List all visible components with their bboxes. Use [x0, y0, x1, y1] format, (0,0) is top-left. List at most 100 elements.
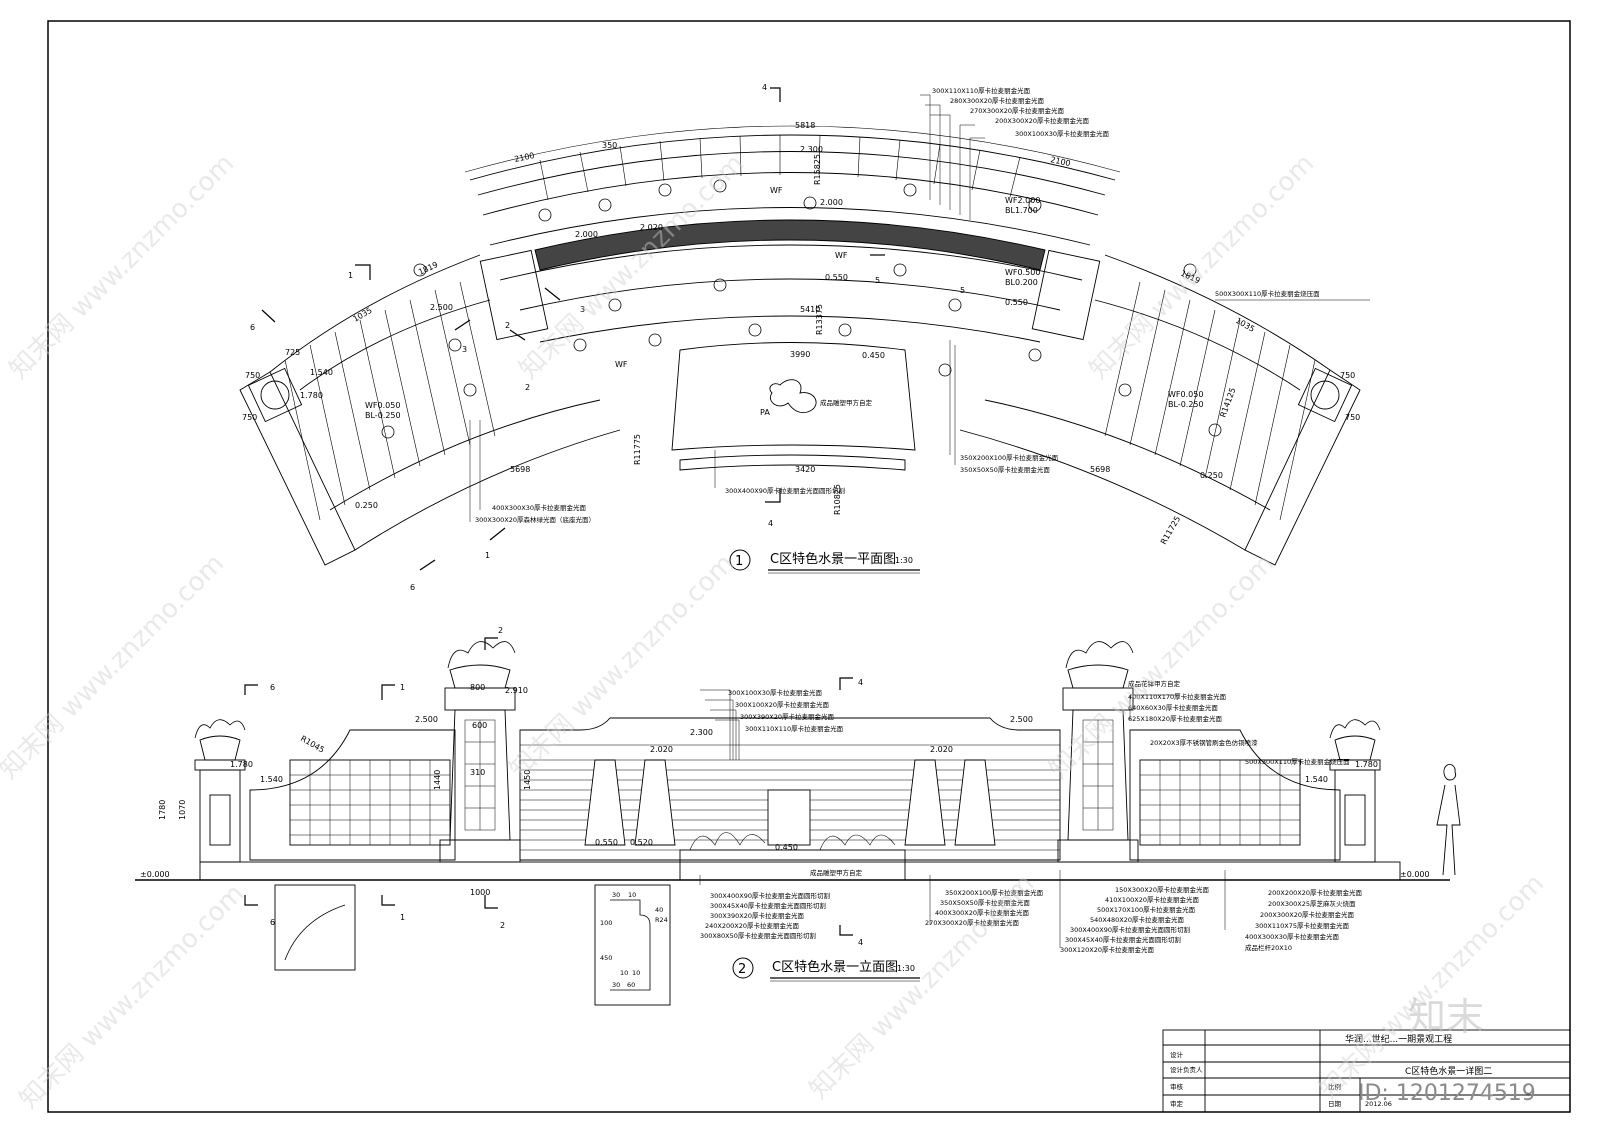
- pilaster-3: [904, 759, 946, 846]
- elev-dim: 310: [470, 768, 485, 777]
- plan-arc-5: [499, 244, 1083, 281]
- watermark-text: 知末网 www.znzmo.com: [804, 869, 1040, 1105]
- detail-dim: 450: [600, 954, 612, 962]
- plan-note: 350X50X50厚卡拉麦丽金光面: [960, 465, 1050, 474]
- elev-dim: 1780: [158, 800, 167, 820]
- detail-dim: 10: [632, 969, 640, 977]
- plan-label-wf: WF: [835, 251, 848, 260]
- plan-radius: R14125: [1218, 386, 1237, 418]
- pier-right: [1334, 769, 1376, 863]
- elev-note: 300X390X20厚卡拉麦丽金光面: [740, 712, 834, 721]
- plan-dim-arc: [464, 125, 1121, 173]
- elev-note: 400X110X170厚卡拉麦丽金光面: [1128, 692, 1227, 701]
- elev-note: 200X300X25厚芝麻灰火烧面: [1268, 899, 1356, 908]
- elevation-annotations: 2.910 2.500 2.300 2.500 2.020 2.020 1.78…: [140, 626, 1430, 989]
- column-left-base: [439, 839, 521, 863]
- tb-row-label: 设计: [1170, 1050, 1184, 1059]
- plan-note: 300X100X30厚卡拉麦丽金光面: [1015, 129, 1109, 138]
- section-mark: 2: [500, 921, 505, 930]
- watermark-text: 知末网 www.znzmo.com: [4, 149, 240, 385]
- plan-title-circle: [729, 549, 751, 571]
- elev-dim: 1.780: [1355, 760, 1378, 769]
- section-mark: 5: [875, 276, 880, 285]
- plan-level: 2.500: [430, 303, 453, 312]
- section-mark: 4: [858, 678, 863, 687]
- elev-dim: 2.300: [690, 728, 713, 737]
- urn-right-large: [1067, 664, 1129, 689]
- plan-note: 300X110X110厚卡拉麦丽金光面: [932, 86, 1031, 95]
- section-mark: 1: [348, 271, 353, 280]
- watermark-text: 知末网 www.znzmo.com: [504, 549, 740, 785]
- elev-dim: 1000: [470, 888, 490, 897]
- elev-note: 500X170X100厚卡拉麦丽金光面: [1097, 905, 1196, 914]
- tb-right-label: 比例: [1328, 1082, 1341, 1091]
- plan-stage-base: [679, 454, 906, 471]
- plan-note: 280X300X20厚卡拉麦丽金光面: [950, 96, 1044, 105]
- elev-note: 410X100X20厚卡拉麦丽金光面: [1105, 895, 1199, 904]
- plan-arc-3: [482, 172, 1099, 216]
- plan-radius: R11775: [633, 434, 642, 465]
- pier-left: [199, 769, 241, 863]
- pier-right-relief: [1344, 794, 1366, 846]
- plan-dim: 1035: [352, 306, 374, 324]
- plan-radius: R10825: [833, 484, 842, 515]
- plan-dim: 750: [245, 371, 260, 380]
- urn-right-small-plants: [1329, 719, 1381, 739]
- planter-plants: [689, 832, 896, 851]
- watermark-brand: 知末: [1408, 995, 1484, 1039]
- elev-note: 300X80X50厚卡拉麦丽金光面圆形切割: [700, 931, 816, 940]
- plan-arc-4: [489, 207, 1091, 246]
- pilaster-4: [954, 759, 996, 846]
- plan-dim: 2100: [514, 151, 536, 164]
- elev-note: 240X200X20厚卡拉麦丽金光面: [705, 921, 799, 930]
- plan-leaders: [469, 94, 985, 522]
- elev-title: C区特色水景一立面图: [772, 959, 898, 975]
- tb-row-label: 审定: [1170, 1099, 1184, 1108]
- plan-note: 500X300X110厚卡拉麦丽金烧压面: [1215, 289, 1320, 298]
- urn-right-large-plants: [1065, 641, 1134, 669]
- section-mark: 3: [462, 345, 467, 354]
- plan-dim: 5410: [800, 305, 820, 314]
- plan-level: BL1.700: [1005, 206, 1038, 215]
- section-mark: 6: [270, 918, 275, 927]
- watermark-text: 知末网 www.znzmo.com: [0, 549, 230, 785]
- elev-level: ±0.000: [1400, 870, 1430, 879]
- elevation-view: [135, 637, 1461, 1006]
- plan-pier-left: [247, 367, 303, 423]
- elev-dim: 1.540: [1305, 775, 1328, 784]
- plan-note: 200X300X20厚卡拉麦丽金光面: [995, 116, 1089, 125]
- elev-note: 640X60X30厚卡拉麦丽金光面: [1128, 703, 1218, 712]
- plan-level: WF0.500: [1005, 268, 1040, 277]
- plan-level: WF2.000: [1005, 196, 1040, 205]
- detail-box: [594, 884, 671, 1006]
- wall-center: [519, 717, 1061, 861]
- plan-note: 300X300X20厚森林绿光面（底座光面）: [475, 515, 595, 524]
- elev-note: 625X180X20厚卡拉麦丽金光面: [1128, 714, 1222, 723]
- elev-note: 400X300X30厚卡拉麦丽金光面: [1245, 932, 1339, 941]
- detail-dim: R24: [655, 916, 668, 924]
- wall-left-checker: [290, 760, 450, 845]
- plan-dim: 750: [1345, 413, 1360, 422]
- elev-note: 200X200X20厚卡拉麦丽金光面: [1268, 888, 1362, 897]
- plan-nozzles: [381, 179, 1222, 439]
- elev-dim: 2.500: [415, 715, 438, 724]
- section-mark: 6: [410, 583, 415, 592]
- detail-dim: 10: [628, 891, 636, 899]
- elev-note: 500X300X110厚卡拉麦丽金烧压面: [1245, 757, 1350, 766]
- plan-dim: 3990: [790, 350, 810, 359]
- section-mark: 2: [505, 321, 510, 330]
- pilaster-2: [634, 759, 676, 846]
- urn-left-small-plants: [194, 719, 246, 739]
- section-mark: 2: [498, 626, 503, 635]
- elev-dim: 2.910: [505, 686, 528, 695]
- detail-dim: 60: [627, 981, 635, 989]
- plan-level: 2.000: [575, 230, 598, 239]
- elev-note: 20X20X3厚不锈钢管刷金色仿铜喷漆: [1150, 738, 1258, 747]
- elev-note: 300X45X40厚卡拉麦丽金光面圆形切割: [710, 901, 826, 910]
- plan-stage: [671, 342, 916, 451]
- elev-note: 300X100X20厚卡拉麦丽金光面: [735, 700, 829, 709]
- column-right-base: [1057, 839, 1139, 863]
- plan-dim: 2.300: [800, 145, 823, 154]
- plan-level: 2.020: [640, 223, 663, 232]
